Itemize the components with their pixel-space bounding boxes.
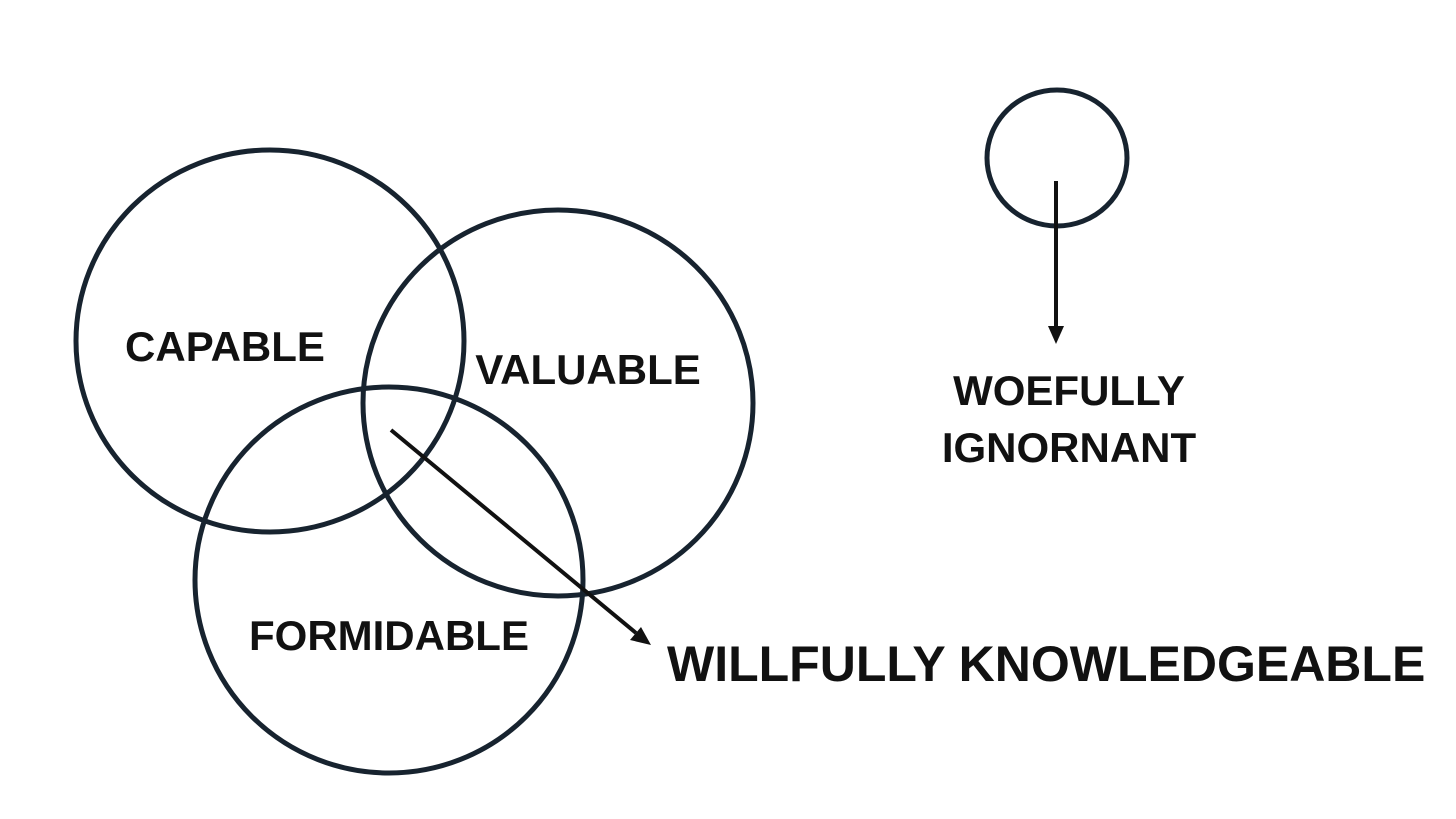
formidable-label: FORMIDABLE bbox=[249, 612, 529, 659]
willfully-knowledgeable-label: WILLFULLY KNOWLEDGEABLE bbox=[667, 636, 1425, 692]
ignornant-label: IGNORNANT bbox=[942, 424, 1197, 471]
capable-label: CAPABLE bbox=[125, 323, 325, 370]
lone-arrow bbox=[1048, 181, 1064, 344]
intersection-arrow bbox=[389, 428, 651, 645]
valuable-label: VALUABLE bbox=[475, 346, 701, 393]
capable-circle bbox=[73, 147, 467, 535]
woefully-label: WOEFULLY bbox=[953, 367, 1185, 414]
valuable-circle bbox=[360, 207, 756, 599]
formidable-circle bbox=[192, 384, 586, 776]
